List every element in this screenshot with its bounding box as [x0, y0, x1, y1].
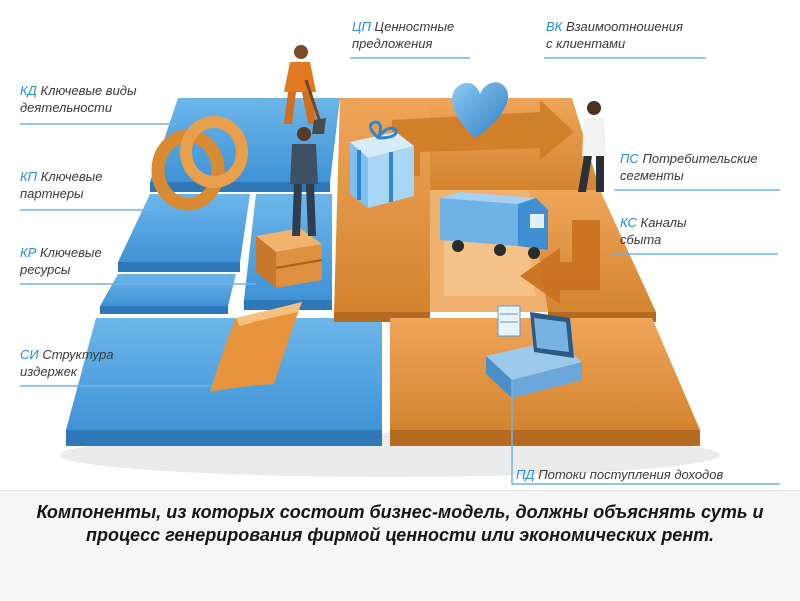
label-text: Структура [42, 347, 113, 362]
label-cp: ЦП Ценностные предложения [352, 18, 454, 52]
label-text: Ценностные [375, 19, 455, 34]
label-vk: ВК Взаимоотношения с клиентами [546, 18, 683, 52]
label-text: партнеры [20, 185, 102, 202]
label-code: КП [20, 169, 37, 184]
crate-icon [256, 228, 322, 288]
label-code: ПС [620, 151, 639, 166]
label-pd: ПД Потоки поступления доходов [516, 466, 723, 483]
business-model-illustration: КД Ключевые виды деятельности КП Ключевы… [0, 0, 800, 490]
label-text: Взаимоотношения [566, 19, 683, 34]
label-code: СИ [20, 347, 39, 362]
label-ps: ПС Потребительские сегменты [620, 150, 758, 184]
label-text: Потоки поступления доходов [538, 467, 723, 482]
label-text: предложения [352, 35, 454, 52]
label-code: КР [20, 245, 36, 260]
label-code: КС [620, 215, 637, 230]
label-si: СИ Структура издержек [20, 346, 113, 380]
label-text: деятельности [20, 99, 137, 116]
label-kp: КП Ключевые партнеры [20, 168, 102, 202]
label-text: ресурсы [20, 261, 102, 278]
label-text: издержек [20, 363, 113, 380]
label-text: Каналы [641, 215, 687, 230]
caption-text: Компоненты, из которых состоит бизнес-мо… [10, 501, 790, 547]
caption-bar: Компоненты, из которых состоит бизнес-мо… [0, 490, 800, 601]
label-text: с клиентами [546, 35, 683, 52]
label-ks: КС Каналы сбыта [620, 214, 687, 248]
label-text: Ключевые виды [40, 83, 136, 98]
label-text: Потребительские [642, 151, 757, 166]
label-text: сегменты [620, 167, 758, 184]
label-code: ВК [546, 19, 562, 34]
blue-tiles [66, 98, 382, 446]
label-kd: КД Ключевые виды деятельности [20, 82, 137, 116]
label-code: КД [20, 83, 37, 98]
label-code: ПД [516, 467, 535, 482]
label-code: ЦП [352, 19, 371, 34]
label-text: Ключевые [41, 169, 103, 184]
label-text: сбыта [620, 231, 687, 248]
label-text: Ключевые [40, 245, 102, 260]
label-kr: КР Ключевые ресурсы [20, 244, 102, 278]
